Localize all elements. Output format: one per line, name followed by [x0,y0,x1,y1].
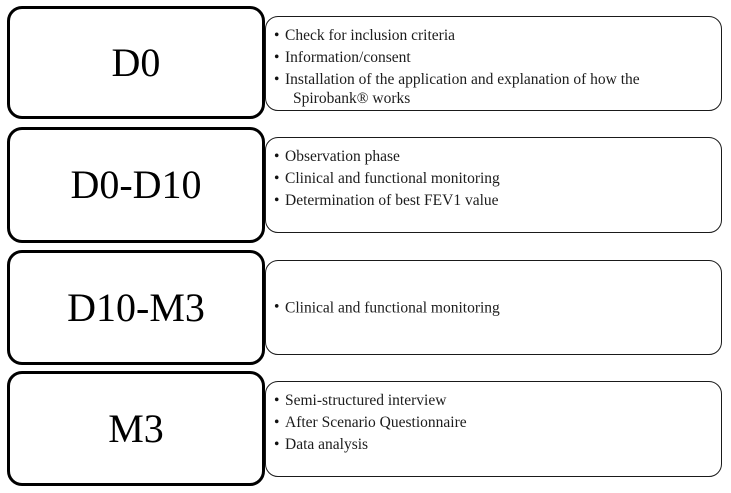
bullet-dot-icon: • [274,70,280,88]
stage-box-2: D0-D10 [7,127,265,243]
list-item: • Check for inclusion criteria [274,26,707,45]
bullet-dot-icon: • [274,391,280,409]
bullet-list-1: • Check for inclusion criteria • Informa… [274,26,707,108]
stage-label-1: D0 [111,39,161,85]
timeline-row: D0-D10 • Observation phase • Clinical an… [0,127,731,243]
detail-box-3: • Clinical and functional monitoring [265,260,722,355]
detail-box-4: • Semi-structured interview • After Scen… [265,381,722,477]
list-item: • Determination of best FEV1 value [274,191,707,210]
bullet-dot-icon: • [274,147,280,165]
bullet-dot-icon: • [274,435,280,453]
detail-content-3: • Clinical and functional monitoring [266,298,721,317]
bullet-dot-icon: • [274,298,280,316]
bullet-dot-icon: • [274,48,280,66]
stage-box-1: D0 [7,6,265,119]
stage-box-3: D10-M3 [7,250,265,365]
list-item: • Clinical and functional monitoring [274,169,707,188]
stage-label-4: M3 [108,405,164,451]
stage-box-4: M3 [7,371,265,486]
list-item: • Semi-structured interview [274,391,707,410]
timeline-row: M3 • Semi-structured interview • After S… [0,371,731,486]
list-item-text: Determination of best FEV1 value [285,192,499,209]
bullet-dot-icon: • [274,191,280,209]
list-item: • Information/consent [274,48,707,67]
list-item-text: Clinical and functional monitoring [285,170,500,187]
list-item-text: Data analysis [285,436,369,453]
bullet-list-2: • Observation phase • Clinical and funct… [274,147,707,210]
list-item-text: Check for inclusion criteria [285,27,456,44]
list-item-text: Installation of the application and expl… [285,71,640,88]
list-item: • Installation of the application and ex… [274,70,707,108]
list-item-text: Clinical and functional monitoring [285,299,500,316]
detail-box-2: • Observation phase • Clinical and funct… [265,137,722,233]
list-item-text: Semi-structured interview [285,392,447,409]
timeline-row: D0 • Check for inclusion criteria • Info… [0,6,731,119]
detail-box-1: • Check for inclusion criteria • Informa… [265,16,722,111]
detail-content-2: • Observation phase • Clinical and funct… [266,147,721,210]
list-item: • After Scenario Questionnaire [274,413,707,432]
stage-label-2: D0-D10 [70,162,202,207]
bullet-list-3: • Clinical and functional monitoring [274,298,707,317]
timeline-row: D10-M3 • Clinical and functional monitor… [0,250,731,365]
list-item-text: Observation phase [285,148,400,165]
list-item: • Clinical and functional monitoring [274,298,707,317]
bullet-list-4: • Semi-structured interview • After Scen… [274,391,707,454]
detail-content-4: • Semi-structured interview • After Scen… [266,391,721,454]
list-item: • Data analysis [274,435,707,454]
bullet-dot-icon: • [274,413,280,431]
list-item-text: After Scenario Questionnaire [285,414,467,431]
detail-content-1: • Check for inclusion criteria • Informa… [266,26,721,108]
list-item-text: Information/consent [285,49,411,66]
list-item: • Observation phase [274,147,707,166]
bullet-dot-icon: • [274,169,280,187]
stage-label-3: D10-M3 [67,284,205,330]
list-item-text-continuation: Spirobank® works [293,90,411,107]
bullet-dot-icon: • [274,26,280,44]
